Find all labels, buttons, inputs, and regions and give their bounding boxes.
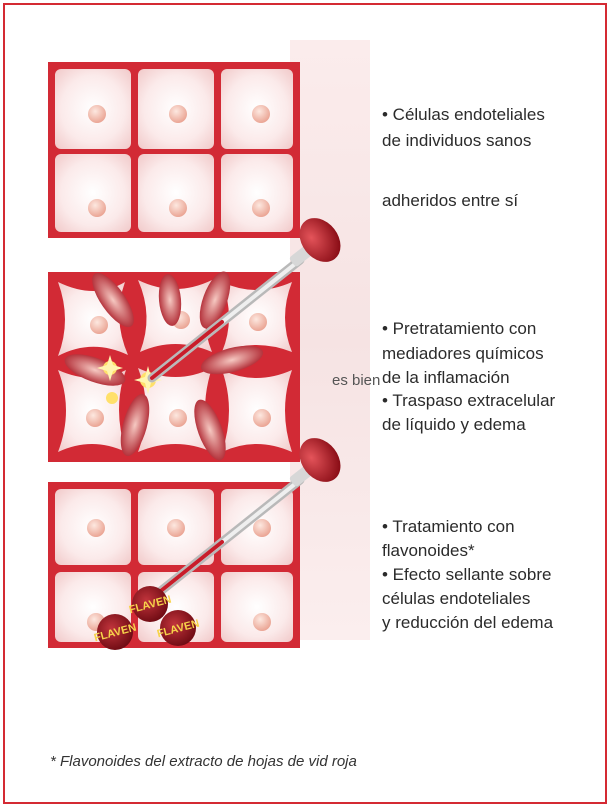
flavonoid-pill: FLAVEN [156, 610, 201, 646]
caption-line: de individuos sanos [382, 131, 532, 150]
caption-line: • Efecto sellante sobre [382, 565, 552, 584]
caption-line: de la inflamación [382, 368, 510, 387]
overlapping-text: es bien [332, 372, 381, 389]
caption-line: adheridos entre sí [382, 191, 519, 210]
panel-treated: FLAVEN FLAVEN FLAVEN [48, 438, 341, 650]
caption-line: células endoteliales [382, 589, 531, 608]
flavonoid-pills: FLAVEN FLAVEN FLAVEN [93, 586, 201, 650]
edema-petals [64, 271, 264, 461]
footnote: * Flavonoides del extracto de hojas de v… [50, 753, 357, 770]
panel-healthy [48, 62, 300, 238]
caption-line: de líquido y edema [382, 415, 526, 434]
flavonoid-pill: FLAVEN [128, 586, 173, 622]
dropper-icon [147, 218, 341, 383]
caption-line: y reducción del edema [382, 613, 554, 632]
caption-line: flavonoides* [382, 541, 475, 560]
caption-line: • Traspaso extracelular [382, 391, 556, 410]
flavonoid-pill: FLAVEN [93, 614, 138, 650]
contracted-cells [58, 280, 292, 452]
caption-line: • Pretratamiento con [382, 319, 537, 338]
dropper-icon [147, 438, 341, 603]
healthy-cell-grid [55, 69, 293, 232]
leaf-background [290, 40, 370, 640]
caption-line: mediadores químicos [382, 344, 544, 363]
caption-line: • Células endoteliales [382, 105, 545, 124]
caption-line: • Tratamiento con [382, 517, 515, 536]
panel-inflamed [48, 218, 341, 462]
